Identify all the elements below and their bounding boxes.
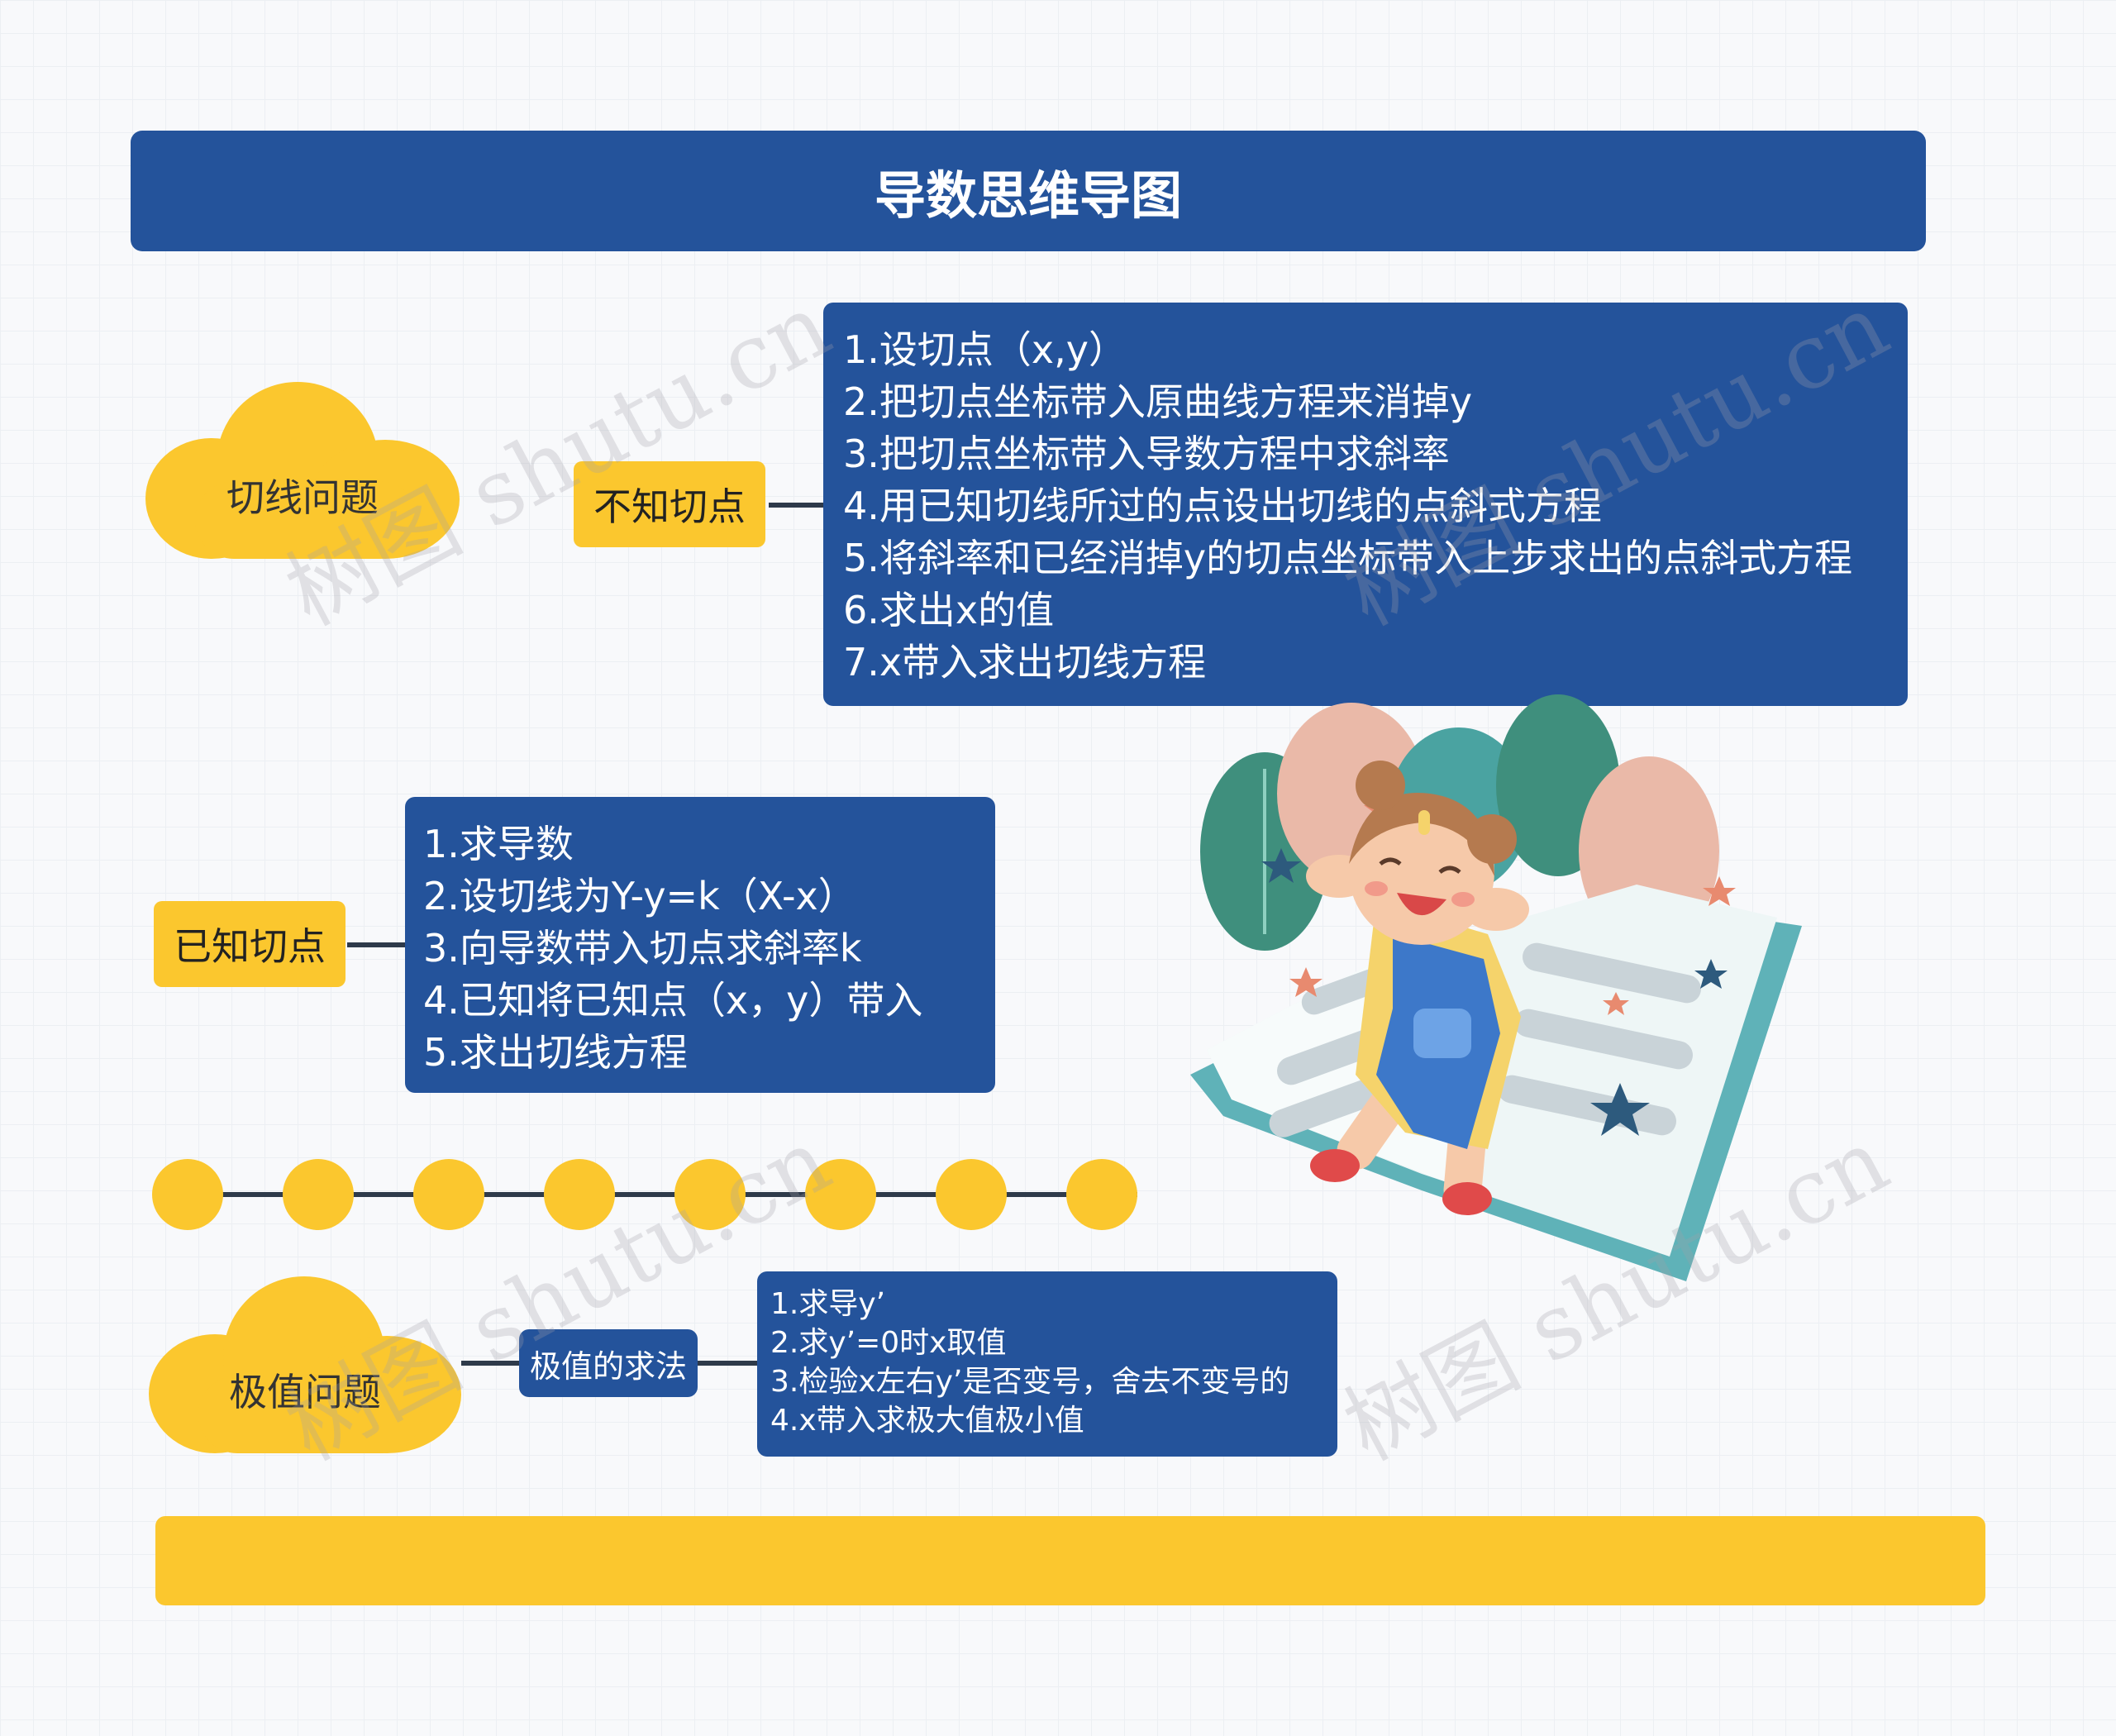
tangent-problem-label: 切线问题: [226, 475, 379, 520]
unknown-step-7: 7.x带入求出切线方程: [843, 640, 1207, 684]
tangent-problem-cloud[interactable]: 切线问题: [145, 382, 460, 559]
connector-known-steps: [347, 942, 407, 947]
dot-row-line: [187, 1192, 1137, 1197]
extreme-value-label: 极值问题: [229, 1370, 381, 1414]
connector-tangent-unknown: [769, 503, 827, 508]
extreme-step-2: 2.求y’=0时x取值: [770, 1326, 1007, 1360]
unknown-step-4: 4.用已知切线所过的点设出切线的点斜式方程: [843, 484, 1602, 528]
connector-extreme-tag: [461, 1361, 519, 1366]
unknown-tangent-steps-box: 1.设切点（x,y） 2.把切点坐标带入原曲线方程来消掉y 3.把切点坐标带入导…: [823, 303, 1908, 706]
known-step-4: 4.已知将已知点（x，y）带入: [423, 978, 923, 1023]
decorative-dot: [413, 1159, 484, 1230]
known-tangent-point-tag[interactable]: 已知切点: [154, 901, 346, 987]
page-title: 导数思维导图: [131, 131, 1926, 251]
known-step-2: 2.设切线为Y-y=k（X-x）: [423, 874, 856, 918]
decorative-dot: [805, 1159, 876, 1230]
extreme-step-4: 4.x带入求极大值极小值: [770, 1404, 1084, 1438]
decorative-dot: [1066, 1159, 1137, 1230]
bottom-decorative-bar: [155, 1516, 1985, 1605]
unknown-step-2: 2.把切点坐标带入原曲线方程来消掉y: [843, 379, 1473, 424]
decorative-dot: [936, 1159, 1007, 1230]
unknown-step-1: 1.设切点（x,y）: [843, 327, 1127, 372]
extreme-step-1: 1.求导y’: [770, 1287, 886, 1321]
known-tangent-steps-box: 1.求导数 2.设切线为Y-y=k（X-x） 3.向导数带入切点求斜率k 4.已…: [405, 797, 995, 1093]
decorative-dot: [674, 1159, 746, 1230]
extreme-steps-box: 1.求导y’ 2.求y’=0时x取值 3.检验x左右y’是否变号，舍去不变号的 …: [757, 1271, 1337, 1457]
decorative-dot: [152, 1159, 223, 1230]
decorative-dot: [544, 1159, 615, 1230]
known-step-1: 1.求导数: [423, 822, 574, 866]
decorative-dot: [283, 1159, 354, 1230]
extreme-step-3: 3.检验x左右y’是否变号，舍去不变号的: [770, 1365, 1290, 1399]
unknown-step-5: 5.将斜率和已经消掉y的切点坐标带入上步求出的点斜式方程: [843, 536, 1853, 580]
unknown-step-6: 6.求出x的值: [843, 588, 1055, 632]
connector-extreme-steps: [698, 1361, 757, 1366]
known-step-3: 3.向导数带入切点求斜率k: [423, 926, 862, 971]
known-step-5: 5.求出切线方程: [423, 1030, 688, 1075]
girl-reading-illustration: [1190, 694, 1802, 1281]
extreme-method-tag[interactable]: 极值的求法: [519, 1329, 698, 1397]
unknown-step-3: 3.把切点坐标带入导数方程中求斜率: [843, 432, 1450, 476]
extreme-value-cloud[interactable]: 极值问题: [149, 1276, 461, 1453]
unknown-tangent-point-tag[interactable]: 不知切点: [574, 461, 765, 547]
